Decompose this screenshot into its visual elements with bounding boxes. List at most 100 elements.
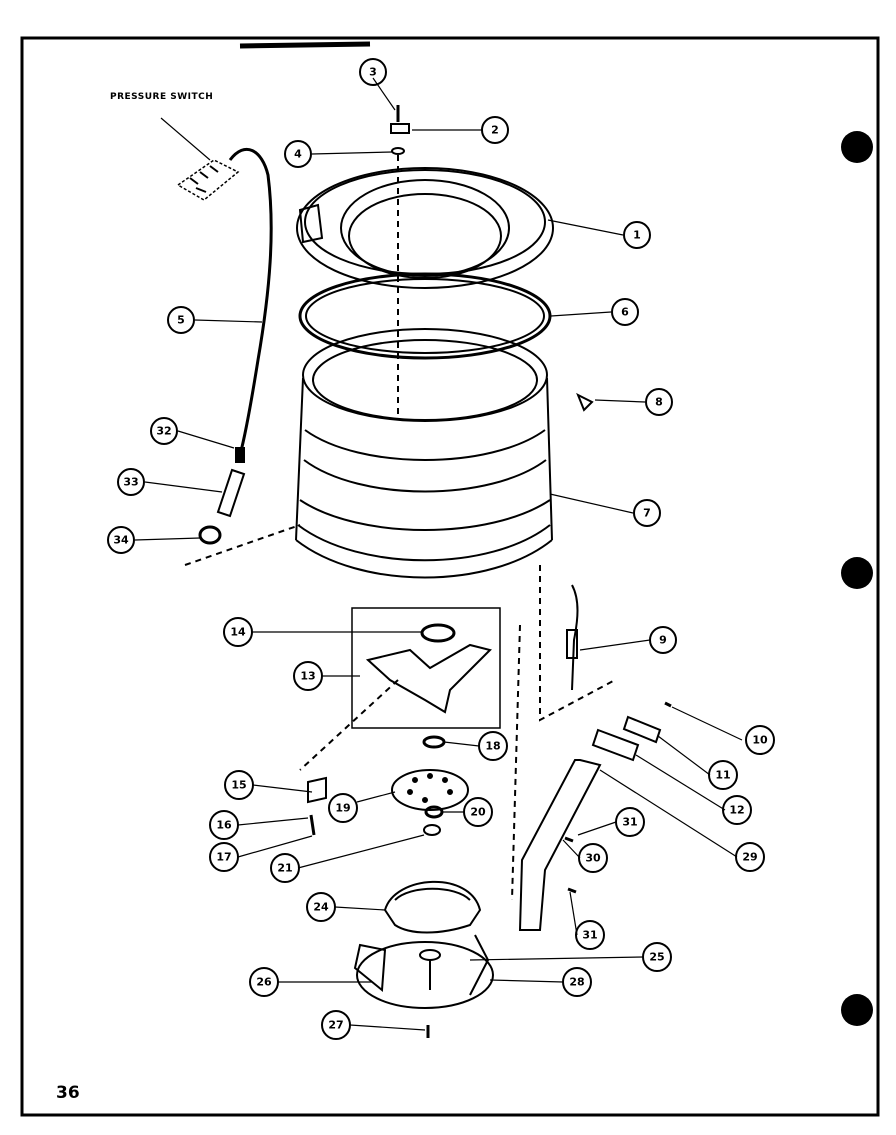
washer (391, 147, 405, 155)
callout-9 (649, 626, 677, 654)
callout-numbers: 1 2 3 4 5 6 7 8 9 10 11 12 13 14 15 16 1… (113, 66, 768, 1032)
nut (424, 805, 444, 819)
callout-29 (735, 842, 765, 872)
callout-number: 24 (313, 901, 329, 914)
callout-32 (150, 417, 178, 445)
leg-pad (622, 715, 662, 744)
callout-4 (284, 140, 312, 168)
callout-number: 13 (300, 670, 315, 683)
bracket-screw (309, 814, 316, 836)
callout-18 (478, 731, 508, 761)
callout-number: 7 (643, 507, 651, 520)
callout-34 (107, 526, 135, 554)
binder-hole-middle (841, 557, 873, 589)
callout-number: 32 (156, 425, 171, 438)
callout-1 (623, 221, 651, 249)
pressure-switch-label: PRESSURE SWITCH (110, 92, 214, 102)
support-leg (518, 759, 602, 931)
callout-number: 10 (752, 734, 768, 747)
callout-number: 4 (294, 148, 302, 161)
grommet-leader (184, 524, 301, 566)
suspension-spring (539, 565, 616, 722)
callout-number: 25 (649, 951, 664, 964)
tub-bolt (576, 392, 594, 412)
binder-hole-bottom (841, 994, 873, 1026)
washer-lower (423, 824, 441, 836)
callout-number: 30 (585, 852, 601, 865)
callout-number: 14 (230, 626, 246, 639)
callout-24 (306, 892, 336, 922)
callout-30 (578, 843, 608, 873)
callout-number: 3 (369, 66, 377, 79)
pressure-switch (176, 159, 240, 201)
binder-hole-top (841, 131, 873, 163)
callout-10 (745, 725, 775, 755)
callout-31b (575, 920, 605, 950)
callout-27 (321, 1010, 351, 1040)
callout-number: 34 (113, 534, 129, 547)
callout-11 (708, 760, 738, 790)
callout-3 (359, 58, 387, 86)
callout-number: 11 (715, 769, 730, 782)
callout-31a (615, 807, 645, 837)
drive-assembly (383, 880, 482, 934)
callout-2 (481, 116, 509, 144)
callout-number: 5 (177, 314, 185, 327)
callout-15 (224, 770, 254, 800)
callout-14 (223, 617, 253, 647)
callout-number: 31 (622, 816, 637, 829)
callout-20 (463, 797, 493, 827)
top-scuff (239, 41, 371, 49)
callout-number: 18 (485, 740, 500, 753)
callout-number: 20 (470, 806, 486, 819)
callout-number: 17 (216, 851, 231, 864)
hose-clamp (235, 447, 245, 463)
base-pan (353, 934, 494, 1009)
page-number: 36 (56, 1083, 80, 1103)
callout-number: 29 (742, 851, 757, 864)
tub-support-box (351, 607, 501, 729)
support-leader (299, 679, 399, 771)
tub-support (365, 623, 492, 714)
tub-gasket (298, 272, 552, 360)
pressure-hose (228, 147, 273, 456)
callout-7 (633, 499, 661, 527)
clip (390, 123, 410, 134)
callout-number: 31 (582, 929, 597, 942)
callout-5 (167, 306, 195, 334)
callout-number: 6 (621, 306, 629, 319)
callout-16 (209, 810, 239, 840)
callout-21 (270, 853, 300, 883)
basket-drive-plate (391, 769, 469, 811)
callout-6 (611, 298, 639, 326)
callout-17 (209, 842, 239, 872)
callout-25 (642, 942, 672, 972)
bracket (307, 776, 327, 804)
bearing-seal (422, 735, 446, 749)
tub-ring (296, 167, 554, 289)
callout-number: 26 (256, 976, 272, 989)
outer-tub (295, 328, 553, 579)
callout-number: 28 (569, 976, 584, 989)
callout-number: 9 (659, 634, 667, 647)
callout-number: 15 (231, 779, 246, 792)
callout-number: 12 (729, 804, 744, 817)
callouts (107, 58, 775, 1040)
callout-number: 21 (277, 862, 292, 875)
callout-number: 33 (123, 476, 138, 489)
plate-holes (407, 773, 453, 803)
callout-28 (562, 967, 592, 997)
leg-bolts (564, 836, 577, 894)
leader-lines (134, 77, 743, 1031)
callout-number: 19 (335, 802, 350, 815)
leg-screw (664, 701, 672, 708)
callout-19 (328, 793, 358, 823)
callout-number: 27 (328, 1019, 343, 1032)
leg-plate (591, 728, 640, 762)
callout-number: 8 (655, 396, 663, 409)
callout-8 (645, 388, 673, 416)
callout-26 (249, 967, 279, 997)
callout-13 (293, 661, 323, 691)
